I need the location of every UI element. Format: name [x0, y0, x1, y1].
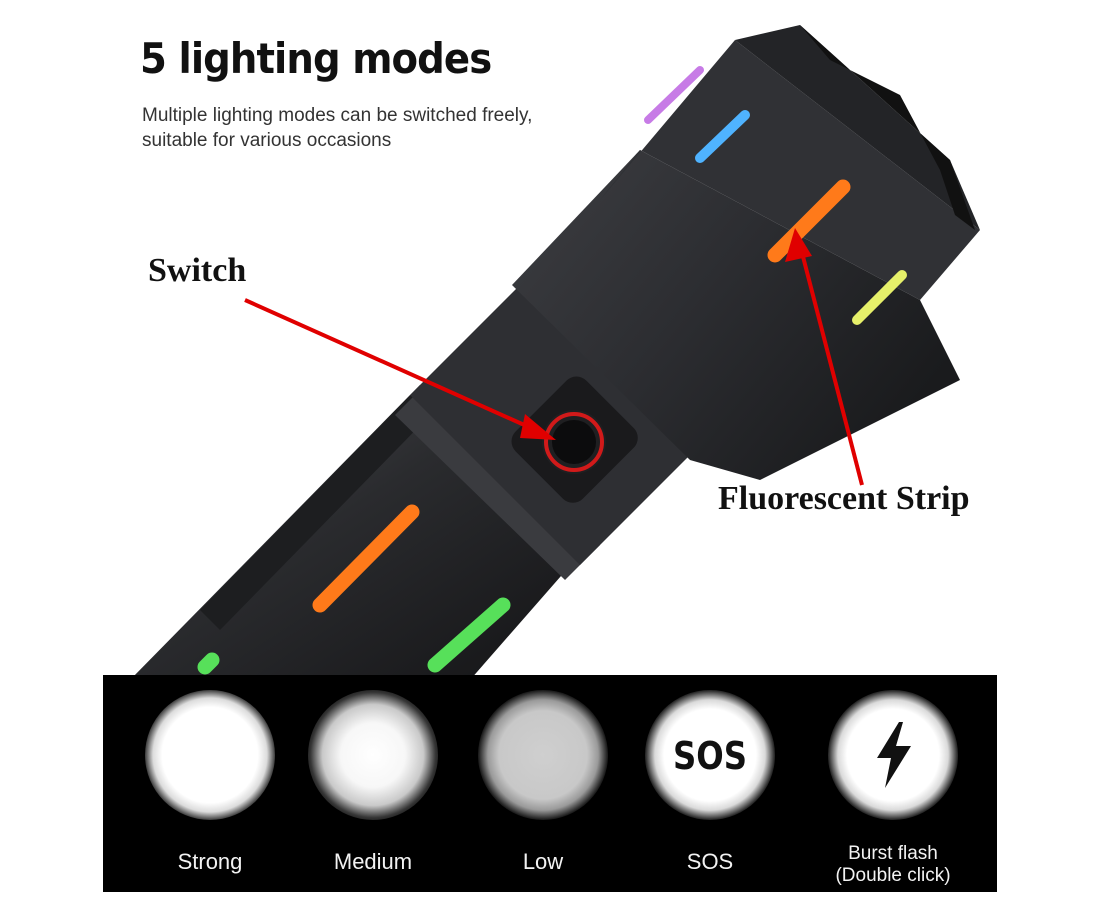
mode-label-medium: Medium [333, 849, 413, 874]
page-subtitle: Multiple lighting modes can be switched … [142, 103, 612, 153]
switch-button-graphic [511, 376, 638, 503]
mode-low: Low [453, 675, 633, 892]
mode-burst-flash: Burst flash (Double click) [803, 675, 983, 892]
callout-arrows [244, 228, 864, 486]
flashlight-body [130, 25, 980, 680]
subtitle-line-2: suitable for various occasions [142, 130, 392, 151]
mode-label-burst-line-1: Burst flash [848, 843, 938, 864]
mode-label-burst-flash: Burst flash (Double click) [803, 843, 983, 887]
fluorescent-strip-callout-label: Fluorescent Strip [718, 480, 970, 517]
mode-sos: SOS SOS [620, 675, 800, 892]
low-light-icon [478, 690, 608, 820]
flashlight-illustration [130, 25, 980, 680]
mode-label-sos: SOS [686, 849, 734, 874]
subtitle-line-1: Multiple lighting modes can be switched … [142, 105, 533, 126]
mode-label-burst-line-2: (Double click) [835, 865, 951, 886]
switch-callout-label: Switch [148, 252, 247, 289]
fluorescent-strips [197, 66, 907, 675]
mode-medium: Medium [283, 675, 463, 892]
burst-flash-glow [828, 690, 958, 820]
mode-strong: Strong [120, 675, 300, 892]
medium-light-icon [308, 690, 438, 820]
sos-icon: SOS [645, 690, 775, 820]
sos-icon-text: SOS [672, 734, 747, 778]
lighting-modes-panel: Strong Medium Low SOS SOS Burst flash (D… [103, 675, 997, 892]
page-title: 5 lighting modes [140, 34, 492, 83]
strong-light-icon [145, 690, 275, 820]
lightning-bolt-icon [877, 722, 911, 788]
mode-label-low: Low [522, 849, 564, 874]
mode-label-strong: Strong [177, 849, 243, 874]
